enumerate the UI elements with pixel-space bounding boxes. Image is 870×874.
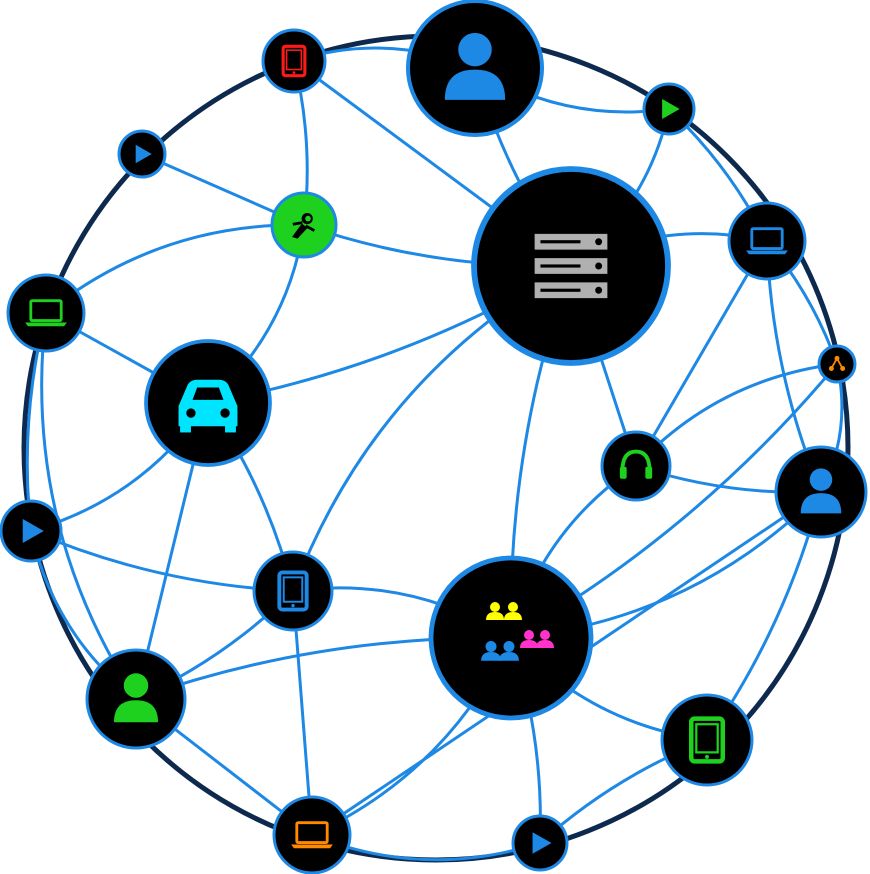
node-laptop-bottom[interactable] xyxy=(272,795,352,874)
node-share[interactable] xyxy=(817,344,857,384)
tablet-icon xyxy=(689,716,725,764)
node-user-top[interactable] xyxy=(406,0,544,137)
user-icon xyxy=(113,673,159,723)
car-icon xyxy=(178,379,238,433)
node-laptop-right[interactable] xyxy=(727,201,807,281)
node-astronaut[interactable] xyxy=(270,191,338,259)
network-link-astronaut-laptop-left xyxy=(45,223,305,315)
tablet-icon xyxy=(281,44,307,78)
play-icon xyxy=(532,832,552,854)
share-icon xyxy=(828,355,846,371)
laptop-icon xyxy=(746,227,788,255)
headset-icon xyxy=(619,449,653,479)
user-icon xyxy=(444,32,506,100)
node-group[interactable] xyxy=(428,555,594,721)
node-play-bottom[interactable] xyxy=(511,814,569,872)
astronaut-icon xyxy=(292,213,316,239)
play-icon xyxy=(135,144,152,164)
server-icon xyxy=(534,233,608,299)
laptop-icon xyxy=(25,299,67,327)
node-headset[interactable] xyxy=(600,430,672,502)
tablet-icon xyxy=(277,570,309,612)
node-play-top-left[interactable] xyxy=(117,129,167,179)
node-user-right[interactable] xyxy=(774,445,868,539)
node-tablet-top[interactable] xyxy=(261,28,327,94)
node-car[interactable] xyxy=(144,339,272,467)
node-laptop-left[interactable] xyxy=(6,273,86,353)
node-tablet-bottom-right[interactable] xyxy=(660,693,754,787)
play-icon xyxy=(22,519,44,543)
node-server[interactable] xyxy=(471,166,671,366)
laptop-icon xyxy=(291,821,333,849)
network-link-laptop-left-user-left-bottom xyxy=(40,312,138,700)
user-icon xyxy=(800,468,842,514)
node-play-top-right[interactable] xyxy=(642,82,696,136)
node-play-left[interactable] xyxy=(0,499,63,563)
node-tablet-center[interactable] xyxy=(252,550,334,632)
node-user-left-bottom[interactable] xyxy=(85,648,187,750)
play-icon xyxy=(662,99,680,119)
users-group-icon xyxy=(481,602,554,661)
